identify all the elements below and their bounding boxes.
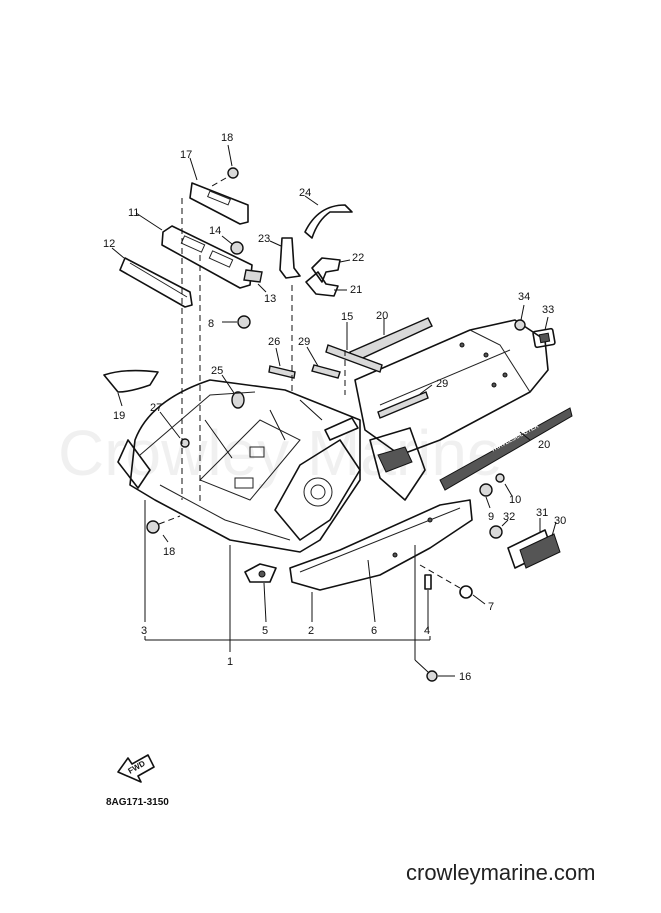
callout-9: 9 <box>488 511 494 523</box>
website-text: crowleymarine.com <box>406 860 596 885</box>
part-15-rail <box>325 322 383 395</box>
callout-3: 3 <box>141 625 147 637</box>
callout-2: 2 <box>308 625 314 637</box>
part-33-badge <box>532 316 556 349</box>
callout-19: 19 <box>113 410 125 422</box>
part-12-strip <box>111 247 193 308</box>
callout-4: 4 <box>424 625 430 637</box>
callout-12: 12 <box>103 238 115 250</box>
callout-24: 23 <box>258 233 270 245</box>
callout-23: 22 <box>352 252 364 264</box>
callout-29-lower: 29 <box>436 378 448 390</box>
callout-18-bottom: 18 <box>163 546 175 558</box>
part-14-nut <box>221 235 244 255</box>
callout-13: 13 <box>264 293 276 305</box>
part-26-grommet <box>221 374 245 409</box>
callout-17: 17 <box>180 149 192 161</box>
part-18-bolt-top <box>211 144 239 187</box>
callout-30: 30 <box>554 515 566 527</box>
part-16-plug <box>414 659 455 682</box>
part-30-grille <box>519 521 561 569</box>
part-17-bracket <box>189 157 249 225</box>
part-24-bracket <box>269 237 301 279</box>
callout-1: 1 <box>227 656 233 668</box>
callout-31: 31 <box>536 507 548 519</box>
callout-10: 10 <box>509 494 521 506</box>
callout-32: 32 <box>503 511 515 523</box>
deck-body <box>354 319 549 456</box>
callout-15: 15 <box>341 311 353 323</box>
callout-14: 14 <box>209 225 221 237</box>
part-28-bump <box>159 411 190 448</box>
part-32-nut <box>489 519 509 539</box>
fwd-arrow-icon: FWD <box>117 754 155 783</box>
part-19-cap <box>103 369 159 407</box>
callout-22: 21 <box>350 284 362 296</box>
diagram-code: 8AG171-3150 <box>106 797 169 808</box>
assembly-bracket <box>144 500 431 652</box>
part-18-bolt-bottom <box>146 515 181 543</box>
callout-34: 34 <box>518 291 530 303</box>
callout-6: 6 <box>371 625 377 637</box>
callout-11: 11 <box>128 207 139 219</box>
part-29-upper <box>306 346 341 379</box>
part-7-plug <box>419 564 486 605</box>
part-29-lower <box>377 384 433 419</box>
part-27-pin <box>268 347 296 379</box>
part-25-handle <box>304 195 353 239</box>
part-11-plate <box>135 212 253 289</box>
callout-27: 26 <box>268 336 280 348</box>
part-2-lower-hull <box>289 499 473 591</box>
callouts: 18 17 11 14 12 13 24 23 22 21 8 15 20 26… <box>103 132 566 683</box>
part-10-bolt <box>495 473 513 497</box>
callout-21: 20 <box>376 310 388 322</box>
watermark-text: Crowley Marine <box>58 417 503 489</box>
callout-20: 20 <box>538 439 550 451</box>
callout-18: 18 <box>221 132 233 144</box>
callout-25: 24 <box>299 187 311 199</box>
callout-29-upper: 29 <box>298 336 310 348</box>
part-5-mount <box>244 563 277 623</box>
callout-16: 16 <box>459 671 471 683</box>
callout-5: 5 <box>262 625 268 637</box>
part-6-leader <box>367 559 376 623</box>
part-9-nut <box>479 483 493 509</box>
part-22-bracket <box>305 271 347 297</box>
callout-28: 27 <box>150 402 162 414</box>
part-8-nut <box>222 315 251 329</box>
callout-7: 7 <box>488 601 494 613</box>
callout-26: 25 <box>211 365 223 377</box>
callout-33: 33 <box>542 304 554 316</box>
part-13-pad <box>243 269 267 293</box>
part-4-drain <box>414 545 432 660</box>
part-34-clip <box>514 304 526 331</box>
callout-8: 8 <box>208 318 214 330</box>
part-23-bracket <box>311 257 351 283</box>
main-hull <box>117 379 426 553</box>
part-21-strip <box>349 317 433 363</box>
